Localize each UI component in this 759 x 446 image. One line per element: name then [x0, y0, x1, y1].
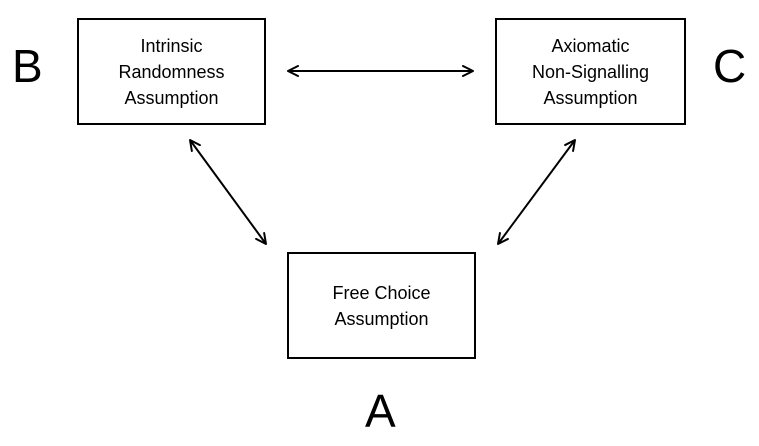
node-c-line-2: Non-Signalling: [531, 61, 650, 82]
node-a-line-1: Free Choice: [332, 282, 431, 303]
intrinsic-randomness-box: Intrinsic Randomness Assumption: [77, 18, 266, 125]
free-choice-box: Free Choice Assumption: [287, 252, 476, 359]
node-c-line-3: Assumption: [543, 87, 638, 108]
label-c: C: [713, 40, 747, 92]
node-b-line-2: Randomness: [118, 61, 225, 82]
node-b-line-1: Intrinsic: [140, 35, 203, 56]
label-b: B: [12, 40, 43, 92]
node-b-line-3: Assumption: [124, 87, 219, 108]
arrow-b-a: [189, 139, 267, 245]
non-signalling-box: Axiomatic Non-Signalling Assumption: [495, 18, 686, 125]
node-a-line-2: Assumption: [334, 308, 429, 329]
arrow-c-a: [497, 139, 576, 245]
node-c-line-1: Axiomatic: [551, 35, 630, 56]
label-a: A: [365, 385, 396, 437]
